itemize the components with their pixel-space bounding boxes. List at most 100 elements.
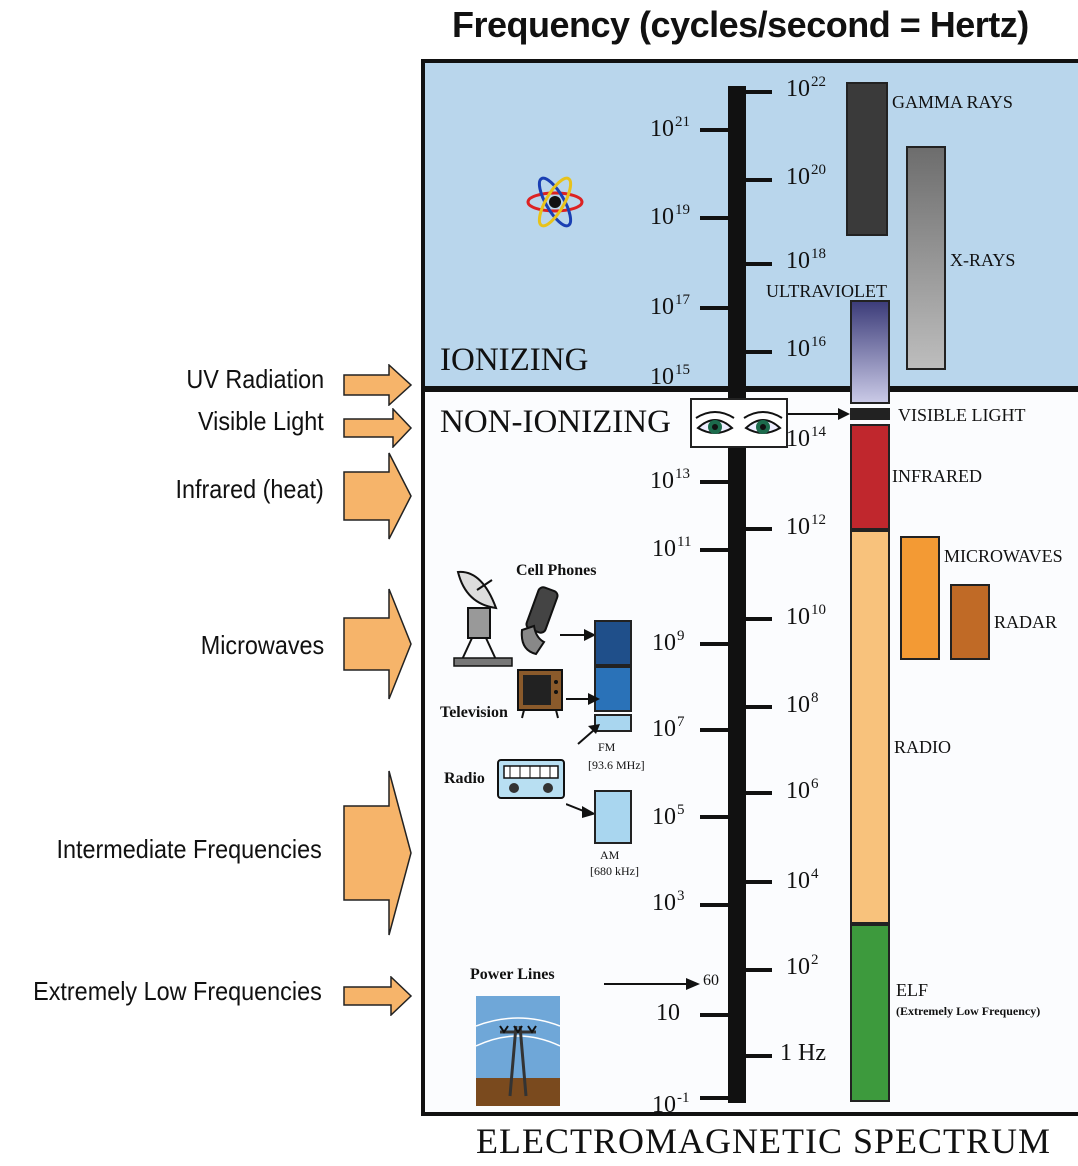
frequency-axis [728,86,746,1103]
ultraviolet-band [850,300,890,404]
tick-label-1e9: 109 [652,628,685,656]
tick-label-1e4: 104 [786,866,819,894]
gamma-rays-band [846,82,888,236]
tv-band-block [594,666,632,712]
radio-device-label: Radio [444,770,485,787]
ionizing-divider [423,386,1078,392]
radar-label: RADAR [994,612,1058,632]
tick-1e5 [700,815,728,819]
tick-label-1e21: 1021 [650,114,690,142]
extremely-low-frequencies-label: Extremely Low Frequencies [33,976,322,1006]
tick-label-1e20: 1020 [786,162,826,190]
tick-1e16 [746,350,772,354]
microwaves-band [900,536,940,660]
tick-label-1e10: 1010 [786,602,826,630]
uv-radiation-label: UV Radiation [186,364,324,394]
infrared-label: INFRARED [892,466,983,486]
am-label: AM [600,848,620,862]
fm-band-block [594,714,632,732]
tick-label-1e22: 1022 [786,74,826,102]
x-rays-band [906,146,946,370]
intermediate-frequencies-label: Intermediate Frequencies [56,834,322,864]
tv-arrow-icon [566,693,600,705]
spectrum-caption: ELECTROMAGNETIC SPECTRUM [476,1121,1052,1161]
visible-light-band [850,408,890,420]
tick-1e10 [746,617,772,621]
tick-1e12 [746,527,772,531]
tick-label-1e16: 1016 [786,334,826,362]
tick-label-1e2: 102 [786,952,819,980]
tick-1e4 [746,880,772,884]
tick-1e21 [700,128,728,132]
non-ionizing-region [423,392,1078,1114]
non-ionizing-label: NON-IONIZING [440,404,671,440]
tick-1e-1 [700,1096,728,1100]
tick-label-10: 10 [656,1000,680,1026]
tick-label-60: 60 [703,972,719,989]
power-lines-arrow-icon [604,978,700,990]
elf-arrow-icon [343,976,413,1016]
diagram-frame [421,59,1078,1116]
elf-label: ELF [896,980,929,1000]
visible-light-label: VISIBLE LIGHT [898,405,1026,425]
power-lines-icon [476,996,560,1106]
tick-label-1e17: 1017 [650,292,690,320]
cell-arrow-icon [560,629,596,641]
fm-frequency: [93.6 MHz] [588,758,645,772]
visible-light-left-label: Visible Light [198,406,324,436]
fm-label: FM [598,740,616,754]
infrared-left-label: Infrared (heat) [175,474,324,504]
fm-arrow-icon [577,724,600,745]
eyes-icon [690,398,788,448]
tick-1e6 [746,791,772,795]
satellite-dish-icon [453,570,513,667]
tick-label-1e7: 107 [652,714,685,742]
visible-light-arrow-icon [343,408,413,448]
am-frequency: [680 kHz] [590,864,639,878]
radio-band [850,530,890,924]
elf-sublabel: (Extremely Low Frequency) [896,1004,1041,1018]
tick-label-1e18: 1018 [786,246,826,274]
power-lines-label: Power Lines [470,966,555,983]
infrared-arrow-icon [343,452,412,540]
cell-phone-icon [520,586,559,656]
microwaves-arrow-icon [343,588,412,700]
tick-label-1e12: 1012 [786,512,826,540]
ionizing-region [423,61,1078,388]
tick-label-1e14: 1014 [786,424,826,452]
tick-label-1e5: 105 [652,802,685,830]
tick-10 [700,1013,728,1017]
microwaves-label: MICROWAVES [944,546,1063,566]
atom-icon [526,176,584,228]
tick-1e17 [700,306,728,310]
tick-1e22 [746,90,772,94]
tick-label-1e11: 1011 [652,534,692,562]
visible-arrow-icon [788,408,850,420]
ionizing-label: IONIZING [440,342,589,378]
tick-label-1e-1: 10-1 [652,1090,690,1118]
ultraviolet-label: ULTRAVIOLET [766,281,887,301]
tick-label-1e15: 1015 [650,362,690,390]
tick-1e9 [700,642,728,646]
radar-band [950,584,990,660]
tick-1e11 [700,548,728,552]
intermediate-arrow-icon [343,770,412,936]
am-arrow-icon [566,803,596,818]
tick-1e19 [700,216,728,220]
frequency-title: Frequency (cycles/second = Hertz) [452,4,1029,45]
tick-1e8 [746,705,772,709]
am-band-block [594,790,632,844]
television-icon [517,669,563,719]
tick-1e13 [700,480,728,484]
tick-1e3 [700,903,728,907]
tick-label-1e3: 103 [652,888,685,916]
tick-label-1e19: 1019 [650,202,690,230]
radio-icon [497,759,565,799]
radio-label: RADIO [894,737,951,757]
elf-band [850,924,890,1102]
microwaves-left-label: Microwaves [200,630,324,660]
tick-1e7 [700,728,728,732]
tick-label-1hz: 1 Hz [780,1040,826,1066]
gamma-rays-label: GAMMA RAYS [892,92,1013,112]
cell-phones-label: Cell Phones [516,562,597,579]
